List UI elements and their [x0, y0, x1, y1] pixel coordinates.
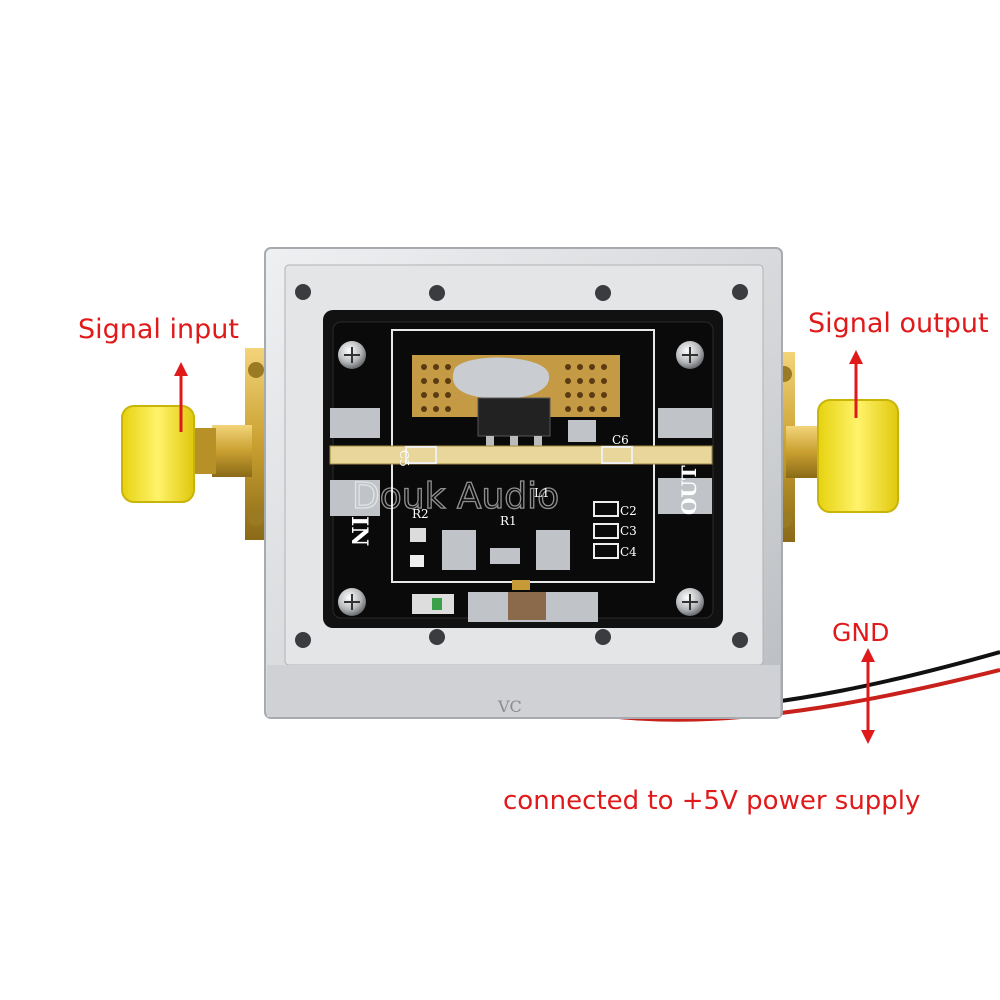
silk-c2: C2 — [620, 504, 637, 518]
watermark-logo: Douk Audio — [352, 476, 559, 517]
sma-connector-input — [121, 348, 267, 540]
output-arrow-up-icon — [849, 350, 863, 418]
pcb-board: C5 C6 L1 R2 R1 C2 C3 C4 IN OUT — [323, 310, 723, 628]
signal-input-label: Signal input — [78, 314, 239, 345]
input-arrow-up-icon — [174, 362, 188, 432]
silk-c3: C3 — [620, 524, 637, 538]
gnd-double-arrow-icon — [861, 648, 875, 744]
silk-out-label: OUT — [677, 465, 701, 515]
silk-c5: C5 — [397, 450, 411, 467]
signal-output-label: Signal output — [808, 308, 989, 339]
gnd-label: GND — [832, 618, 890, 647]
annotation-arrows — [174, 350, 875, 744]
case-marking: VC — [497, 697, 522, 716]
pcb-mount-screws — [338, 341, 704, 616]
silk-c4: C4 — [620, 545, 637, 559]
sma-connector-output — [773, 352, 899, 542]
silk-in-label: IN — [346, 516, 372, 546]
silk-c6: C6 — [612, 433, 629, 447]
silk-l1: L1 — [534, 486, 550, 500]
power-supply-label: connected to +5V power supply — [503, 786, 921, 816]
enclosure-screw-holes — [295, 284, 748, 648]
silk-r2: R2 — [412, 507, 429, 521]
silk-r1: R1 — [500, 514, 517, 528]
